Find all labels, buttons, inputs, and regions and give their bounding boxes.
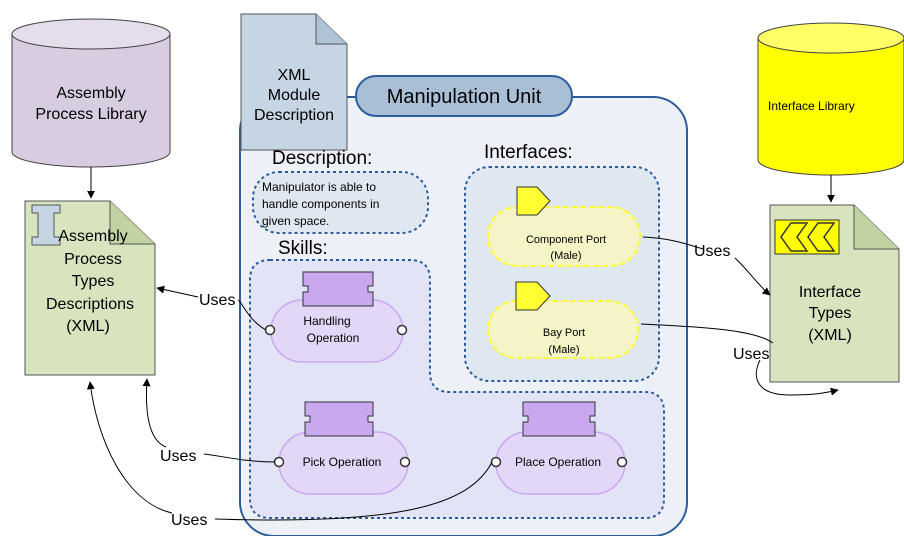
xml-module-doc-shape (240, 13, 348, 151)
interface-types-doc-fold (853, 205, 899, 250)
interface-types-arrows-icon (774, 219, 840, 255)
place-uses-label: Uses (171, 512, 207, 529)
interfaces-heading: Interfaces: (484, 142, 573, 163)
interface-types-line1: Interface (799, 284, 861, 301)
pick-operation-skill: Pick Operation (273, 401, 411, 495)
assembly-types-line3: Types (72, 273, 115, 290)
handling-uses-line (237, 299, 267, 331)
xml-module-line1: XML (278, 67, 311, 84)
component-port-icon (516, 186, 551, 216)
pick-uses-arrow (142, 378, 167, 448)
pick-uses-label: Uses (160, 448, 196, 465)
component-port-line1: Component Port (526, 234, 606, 246)
title-pill-shape (355, 75, 573, 117)
assembly-types-document: Assembly Process Types Descriptions (XML… (24, 200, 156, 376)
description-line3: given space. (262, 214, 329, 228)
component-uses-line (642, 236, 704, 250)
assembly-types-doc-fold (109, 201, 155, 245)
bay-port-icon (515, 281, 551, 311)
interface-types-line2: Types (809, 305, 852, 322)
xml-module-line2: Module (268, 87, 321, 104)
bay-uses-label: Uses (733, 346, 769, 363)
place-uses-arrow (86, 381, 173, 514)
interface-library-top (757, 22, 904, 54)
place-right-port-icon (616, 456, 628, 468)
handling-operation-skill: Handling Operation (264, 271, 408, 363)
assembly-process-library: Assembly Process Library (11, 18, 171, 168)
assembly-types-line2: Process (64, 251, 122, 268)
place-left-port-icon (490, 456, 502, 468)
interface-library-label: Interface Library (768, 99, 855, 113)
bay-port-line2: (Male) (548, 344, 579, 356)
pick-left-port-icon (273, 456, 285, 468)
assembly-types-line4: Descriptions (46, 296, 134, 313)
assembly-types-line1: Assembly (58, 228, 127, 245)
description-line1: Manipulator is able to (262, 180, 376, 194)
pick-right-port-icon (399, 456, 411, 468)
pick-uses-line (203, 453, 276, 463)
interfaces-section: Interfaces: Component Port (Male) Bay Po… (464, 142, 660, 382)
handling-uses-label: Uses (199, 292, 235, 309)
component-port-shape (487, 206, 641, 267)
component-uses-label: Uses (694, 243, 730, 260)
handling-skill-icon (302, 271, 374, 307)
description-line2: handle components in (262, 197, 379, 211)
bay-port: Bay Port (Male) (487, 281, 639, 359)
xml-module-doc-fold (315, 14, 347, 45)
bay-uses-line (640, 323, 774, 344)
assembly-library-line2: Process Library (35, 106, 146, 123)
component-port: Component Port (Male) (487, 186, 641, 267)
interface-types-document: Interface Types (XML) (769, 204, 900, 383)
bay-port-line1: Bay Port (543, 327, 585, 339)
place-uses-line (214, 461, 493, 521)
bay-port-shape (487, 300, 639, 359)
pick-operation-label: Pick Operation (303, 455, 382, 469)
interface-library-body (757, 38, 904, 176)
bay-uses-arrow (755, 359, 839, 396)
place-operation-label: Place Operation (515, 455, 601, 469)
place-operation-skill: Place Operation (490, 401, 628, 495)
manipulation-unit-title-pill: Manipulation Unit (355, 75, 573, 117)
component-uses-arrow (734, 257, 771, 296)
xml-module-document: XML Module Description (240, 13, 348, 151)
assembly-types-i-icon (31, 204, 61, 246)
handling-right-port-icon (396, 324, 408, 336)
description-heading: Description: (272, 148, 372, 169)
place-skill-icon (522, 401, 596, 437)
manipulation-unit-title: Manipulation Unit (387, 86, 542, 108)
skills-heading: Skills: (278, 238, 328, 259)
handling-uses-arrow (156, 285, 199, 298)
description-section: Description: Manipulator is able to hand… (252, 148, 429, 234)
interface-library: Interface Library (757, 22, 904, 176)
pick-skill-icon (304, 401, 374, 437)
description-box (252, 171, 429, 234)
assembly-types-line5: (XML) (66, 318, 110, 335)
connectors (86, 167, 839, 521)
component-port-line2: (Male) (550, 250, 581, 262)
xml-module-line3: Description (254, 107, 334, 124)
assembly-library-top (11, 18, 171, 50)
handling-operation-line1: Handling (303, 314, 350, 328)
assembly-library-line1: Assembly (56, 85, 125, 102)
handling-left-port-icon (264, 324, 276, 336)
handling-operation-line2: Operation (307, 331, 360, 345)
interface-types-line3: (XML) (808, 327, 852, 344)
